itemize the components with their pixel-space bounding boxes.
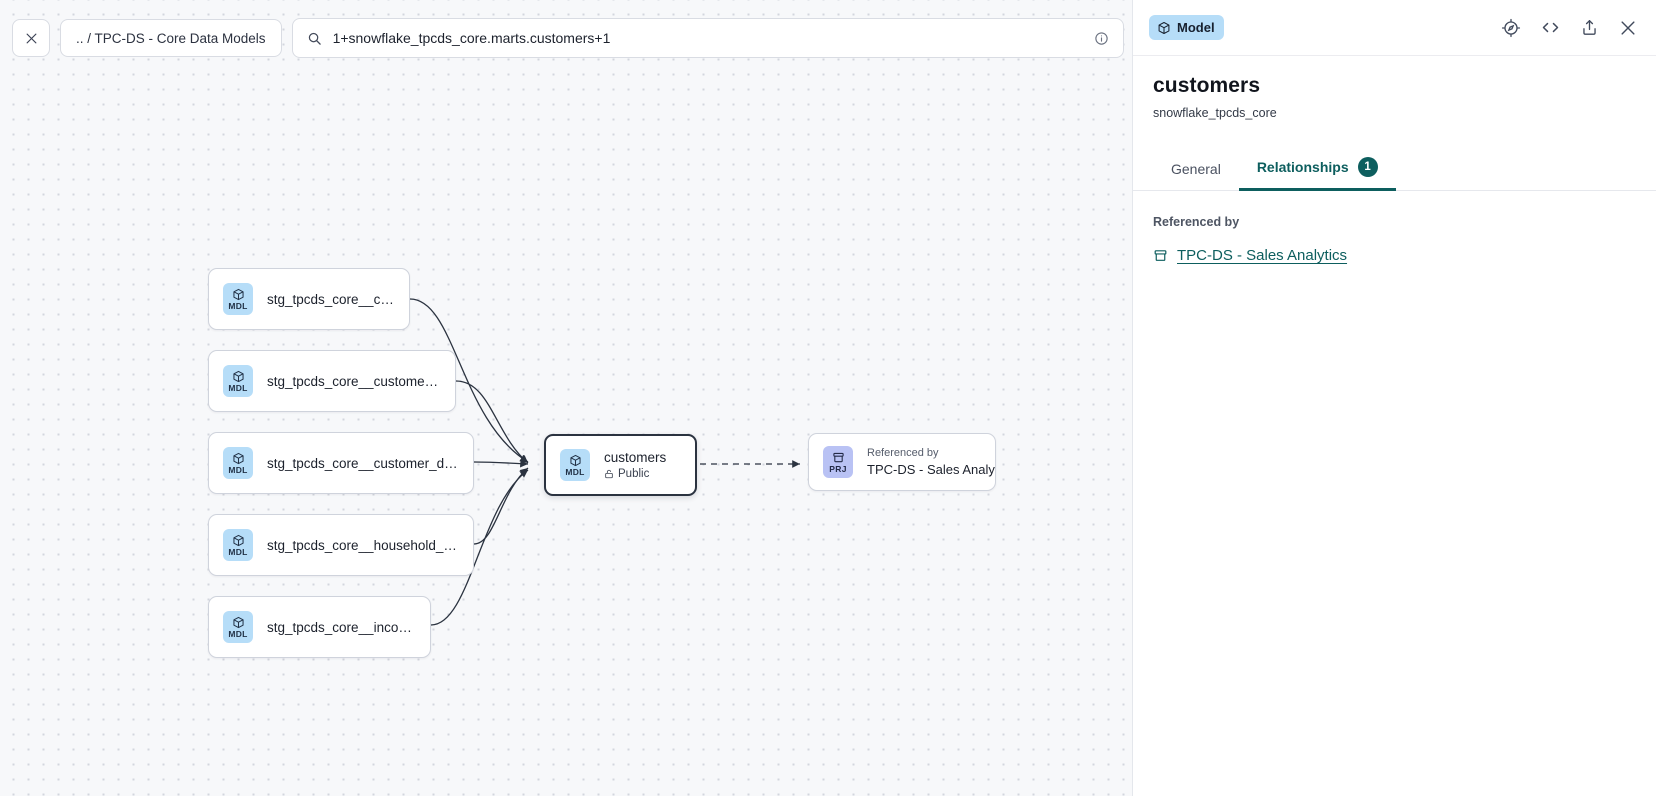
page-title: customers xyxy=(1153,74,1261,97)
node-access-label: Public xyxy=(618,468,650,480)
panel-toolbar: Model xyxy=(1133,0,1656,56)
model-badge: MDL xyxy=(223,447,253,479)
section-label-referenced-by: Referenced by xyxy=(1153,215,1240,229)
lineage-canvas[interactable]: MDL stg_tpcds_core__customer MDL stg_tpc… xyxy=(0,0,1132,796)
entity-type-chip: Model xyxy=(1149,15,1224,40)
canvas-toolbar: .. / TPC-DS - Core Data Models xyxy=(12,18,1132,58)
lineage-node[interactable]: MDL stg_tpcds_core__customer xyxy=(208,268,410,330)
node-label: customers xyxy=(604,450,667,465)
lineage-search[interactable] xyxy=(291,18,1124,58)
project-badge: PRJ xyxy=(823,446,853,478)
node-label: stg_tpcds_core__customer_demogra… xyxy=(267,455,459,471)
badge-text: MDL xyxy=(228,300,248,311)
entity-type-label: Model xyxy=(1177,20,1215,35)
share-icon[interactable] xyxy=(1580,18,1599,37)
breadcrumb-label: .. / TPC-DS - Core Data Models xyxy=(76,30,266,46)
lineage-node[interactable]: MDL stg_tpcds_core__customer_demogra… xyxy=(208,432,474,494)
lineage-edges xyxy=(409,298,800,626)
project-icon xyxy=(1153,248,1168,263)
node-label: stg_tpcds_core__household_demogr… xyxy=(267,537,459,553)
cube-icon xyxy=(232,616,245,629)
tab-label: General xyxy=(1171,161,1221,177)
lineage-node-selected[interactable]: MDL customers Public xyxy=(544,434,697,496)
badge-text: PRJ xyxy=(829,463,847,474)
panel-tabs: General Relationships 1 xyxy=(1133,150,1656,191)
project-icon xyxy=(832,451,845,464)
model-badge: MDL xyxy=(223,283,253,315)
badge-text: MDL xyxy=(565,466,585,477)
lineage-node-project[interactable]: PRJ Referenced by TPC-DS - Sales Analyti… xyxy=(808,433,996,491)
list-item[interactable]: TPC-DS - Sales Analytics xyxy=(1153,247,1636,264)
node-text-stack: customers Public xyxy=(604,450,666,480)
page-subtitle: snowflake_tpcds_core xyxy=(1153,106,1277,120)
cube-icon xyxy=(232,288,245,301)
node-label: stg_tpcds_core__customer_address xyxy=(267,373,441,389)
node-text-stack: Referenced by TPC-DS - Sales Analytics xyxy=(867,447,995,477)
panel-actions xyxy=(1501,17,1638,38)
lineage-node[interactable]: MDL stg_tpcds_core__income_band xyxy=(208,596,431,658)
node-access: Public xyxy=(604,468,666,480)
lineage-node[interactable]: MDL stg_tpcds_core__customer_address xyxy=(208,350,456,412)
panel-header: customers snowflake_tpcds_core xyxy=(1133,56,1656,120)
tab-label: Relationships xyxy=(1256,159,1349,175)
cube-icon xyxy=(569,454,582,467)
cube-icon xyxy=(1157,21,1171,35)
node-label: stg_tpcds_core__income_band xyxy=(267,619,416,635)
badge-text: MDL xyxy=(228,382,248,393)
lock-icon xyxy=(604,469,614,479)
badge-text: MDL xyxy=(228,546,248,557)
tab-general[interactable]: General xyxy=(1153,154,1239,191)
info-icon[interactable] xyxy=(1094,31,1109,46)
badge-text: MDL xyxy=(228,464,248,475)
node-label: stg_tpcds_core__customer xyxy=(267,291,395,307)
reference-link[interactable]: TPC-DS - Sales Analytics xyxy=(1177,247,1348,264)
cube-icon xyxy=(232,534,245,547)
node-label: TPC-DS - Sales Analytics xyxy=(867,462,995,477)
lineage-node[interactable]: MDL stg_tpcds_core__household_demogr… xyxy=(208,514,474,576)
badge-text: MDL xyxy=(228,628,248,639)
close-icon xyxy=(24,31,39,46)
close-icon[interactable] xyxy=(1618,18,1638,38)
breadcrumb[interactable]: .. / TPC-DS - Core Data Models xyxy=(60,19,282,57)
model-badge: MDL xyxy=(223,365,253,397)
tab-relationships[interactable]: Relationships 1 xyxy=(1238,150,1396,191)
close-lineage-button[interactable] xyxy=(12,19,50,57)
cube-icon xyxy=(232,452,245,465)
tab-count-badge: 1 xyxy=(1357,157,1378,177)
search-input[interactable] xyxy=(332,30,1083,46)
details-panel: Model customers snowflake_tpcds_core xyxy=(1132,0,1656,796)
compass-icon[interactable] xyxy=(1501,18,1521,38)
model-badge: MDL xyxy=(223,529,253,561)
node-kicker: Referenced by xyxy=(867,447,939,459)
panel-body: Referenced by TPC-DS - Sales Analytics xyxy=(1133,191,1656,264)
code-icon[interactable] xyxy=(1540,17,1561,38)
model-badge: MDL xyxy=(560,449,590,481)
search-icon xyxy=(307,31,322,46)
cube-icon xyxy=(232,370,245,383)
model-badge: MDL xyxy=(223,611,253,643)
